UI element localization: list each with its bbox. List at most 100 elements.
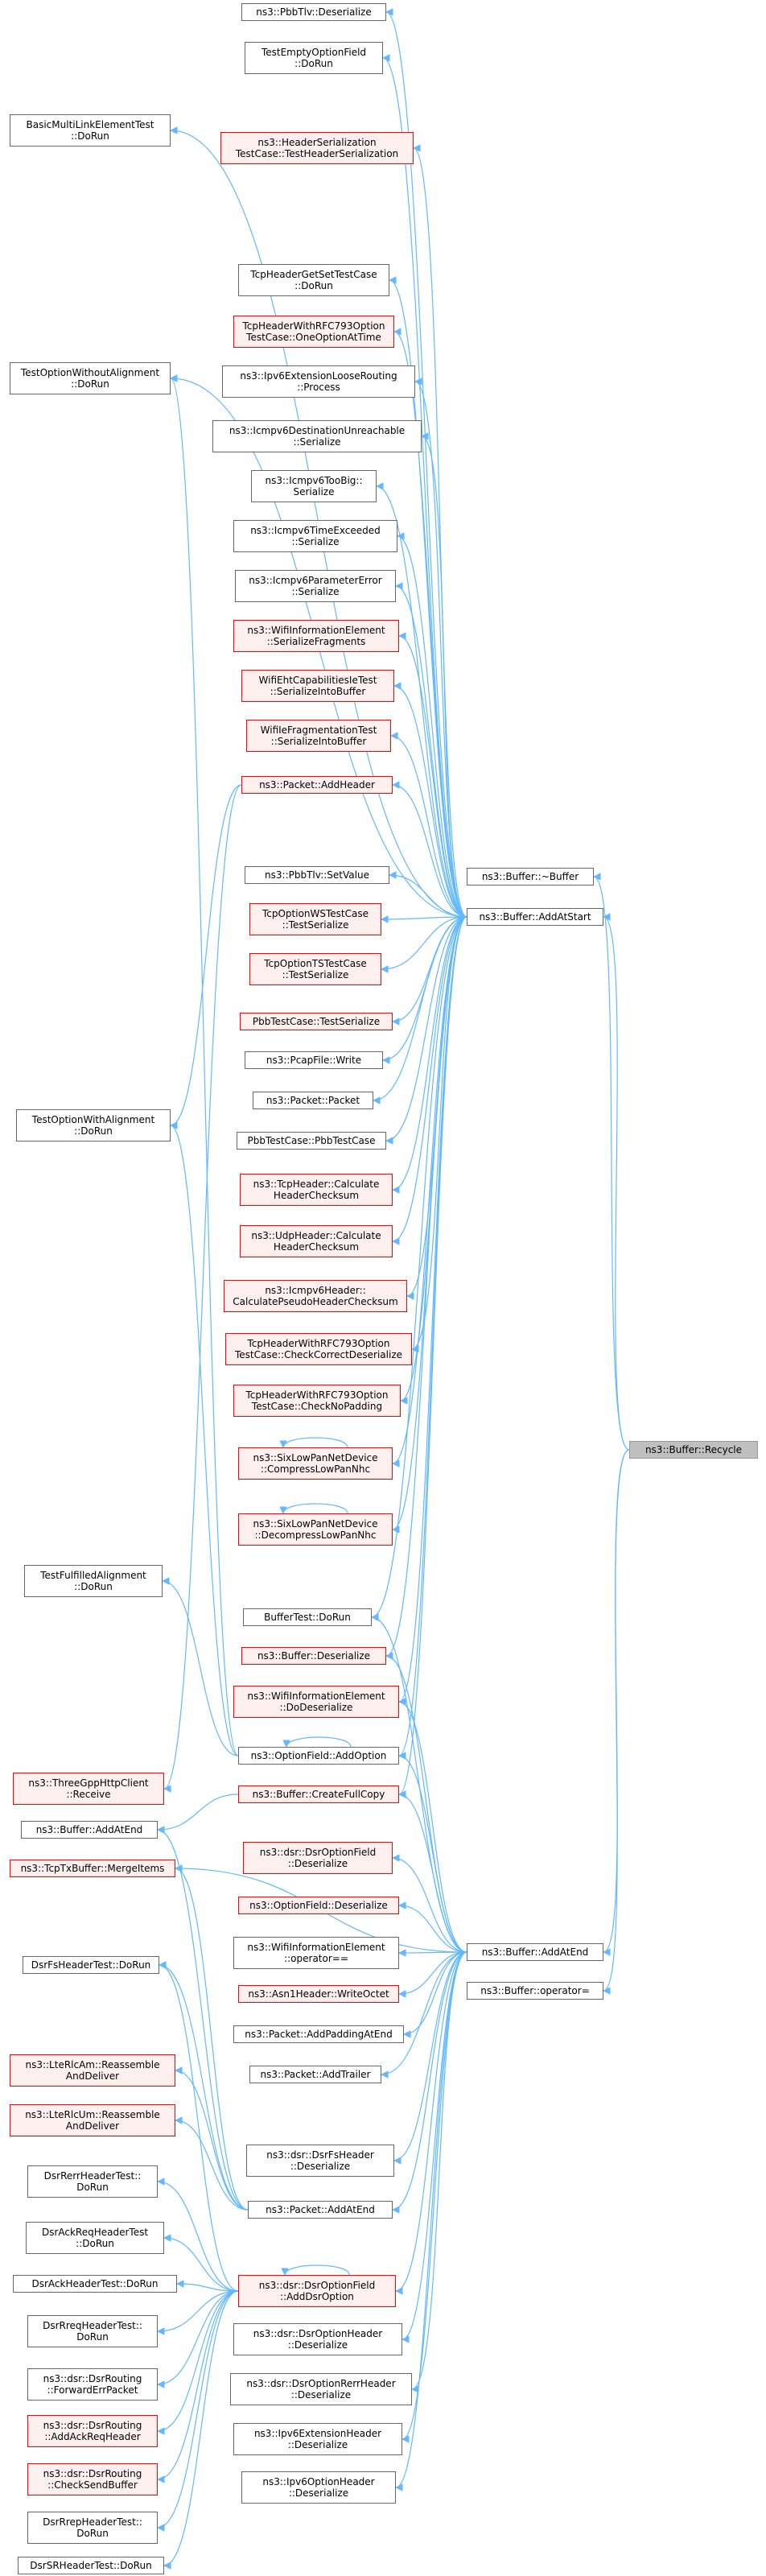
node-packet-addpadding[interactable]: ns3::Packet::AddPaddingAtEnd: [233, 2025, 404, 2043]
node-dsr-forwarderrpacket[interactable]: ns3::dsr::DsrRouting::ForwardErrPacket: [27, 2368, 158, 2401]
node-tcpoption-ws[interactable]: TcpOptionWSTestCase::TestSerialize: [249, 903, 381, 935]
node-test-empty-option[interactable]: TestEmptyOptionField::DoRun: [245, 42, 383, 74]
node-buffer-dtor[interactable]: ns3::Buffer::~Buffer: [467, 868, 594, 886]
node-label-line: PbbTestCase::TestSerialize: [252, 1016, 381, 1027]
node-label-line: ns3::Packet::Packet: [266, 1095, 360, 1106]
node-ipv6-ext-header-deserialize[interactable]: ns3::Ipv6ExtensionHeader::Deserialize: [233, 2423, 402, 2455]
node-label-line: ::Deserialize: [288, 2487, 349, 2499]
node-wifi-info-dodeserialize[interactable]: ns3::WifiInformationElement::DoDeseriali…: [233, 1686, 399, 1718]
node-asn1-writeoctet[interactable]: ns3::Asn1Header::WriteOctet: [238, 1985, 399, 2003]
node-tcpheader-getset[interactable]: TcpHeaderGetSetTestCase::DoRun: [238, 264, 389, 296]
node-wifi-info-serialize-frag[interactable]: ns3::WifiInformationElement::SerializeFr…: [233, 620, 399, 652]
node-icmpv6-time-exceeded[interactable]: ns3::Icmpv6TimeExceeded::Serialize: [233, 520, 397, 552]
node-optionfield-deserialize[interactable]: ns3::OptionField::Deserialize: [238, 1897, 399, 1914]
node-pcapfile-write[interactable]: ns3::PcapFile::Write: [245, 1051, 383, 1069]
node-threegpp-receive[interactable]: ns3::ThreeGppHttpClient::Receive: [13, 1773, 164, 1805]
node-icmpv6-dest-unreach[interactable]: ns3::Icmpv6DestinationUnreachable::Seria…: [212, 420, 422, 452]
edge-ltercl-am-reassemble-to-packet-addatend: [175, 2066, 249, 2211]
node-label-line: ::ForwardErrPacket: [47, 2384, 138, 2396]
node-test-option-without[interactable]: TestOptionWithoutAlignment::DoRun: [10, 362, 171, 394]
node-icmpv6-param-error[interactable]: ns3::Icmpv6ParameterError::Serialize: [235, 570, 396, 602]
node-dsrrrepheadertest[interactable]: DsrRrepHeaderTest::DoRun: [27, 2512, 158, 2544]
node-basic-multilink[interactable]: BasicMultiLinkElementTest::DoRun: [10, 114, 171, 147]
node-dsrrerrheadertest[interactable]: DsrRerrHeaderTest::DoRun: [27, 2165, 158, 2198]
node-wifi-ie-frag[interactable]: WifiIeFragmentationTest::SerializeIntoBu…: [246, 720, 391, 752]
node-buffertest-dorun[interactable]: BufferTest::DoRun: [243, 1608, 372, 1626]
node-pbb-pbbtestcase[interactable]: PbbTestCase::PbbTestCase: [237, 1132, 386, 1150]
node-label-line: AndDeliver: [65, 2070, 120, 2082]
node-buffer-opassign[interactable]: ns3::Buffer::operator=: [467, 1982, 603, 2000]
node-dsr-addackreqheader[interactable]: ns3::dsr::DsrRouting::AddAckReqHeader: [27, 2415, 158, 2447]
node-packet-addtrailer[interactable]: ns3::Packet::AddTrailer: [249, 2066, 381, 2083]
node-ipv6-option-header-deserialize[interactable]: ns3::Ipv6OptionHeader::Deserialize: [241, 2471, 396, 2504]
node-label-line: DoRun: [76, 2528, 109, 2539]
node-sixlowpan-decompress[interactable]: ns3::SixLowPanNetDevice::DecompressLowPa…: [238, 1513, 393, 1546]
node-pbb-testserialize[interactable]: PbbTestCase::TestSerialize: [240, 1013, 393, 1030]
node-buffer-addatend[interactable]: ns3::Buffer::AddAtEnd: [467, 1943, 603, 1961]
edge-threegpp-receive-to-packet-addheader: [163, 784, 242, 1793]
node-dsrfsheadertest[interactable]: DsrFsHeaderTest::DoRun: [23, 1956, 159, 1974]
node-wifi-eht-cap[interactable]: WifiEhtCapabilitiesIeTest::SerializeInto…: [241, 670, 394, 702]
node-dsr-optionheader-deserialize[interactable]: ns3::dsr::DsrOptionHeader::Deserialize: [233, 2323, 402, 2355]
node-packet-addheader[interactable]: ns3::Packet::AddHeader: [241, 776, 393, 794]
node-buffer-createfullcopy[interactable]: ns3::Buffer::CreateFullCopy: [238, 1785, 399, 1803]
edge-dsr-addackreqheader-to-dsr-adddsroption: [157, 2290, 239, 2435]
node-label-line: ::DecompressLowPanNhc: [254, 1530, 377, 1541]
node-dsr-fsheader-deserialize[interactable]: ns3::dsr::DsrFsHeader::Deserialize: [246, 2145, 394, 2177]
node-label-line: ns3::Ipv6ExtensionHeader: [253, 2428, 382, 2439]
node-buffer-deserialize[interactable]: ns3::Buffer::Deserialize: [241, 1647, 386, 1665]
node-dsr-adddsroption[interactable]: ns3::dsr::DsrOptionField::AddDsrOption: [238, 2275, 396, 2307]
node-label-line: DsrRerrHeaderTest::: [43, 2170, 142, 2182]
node-dsracqreqheadertest[interactable]: DsrAckReqHeaderTest::DoRun: [26, 2222, 164, 2254]
node-dsr-optionfield-deserialize[interactable]: ns3::dsr::DsrOptionField::Deserialize: [243, 1842, 393, 1874]
node-label-line: TestOptionWithoutAlignment: [20, 367, 160, 378]
node-label-line: ::SerializeFragments: [266, 636, 366, 647]
node-tcptxbuffer-merge[interactable]: ns3::TcpTxBuffer::MergeItems: [10, 1860, 175, 1877]
node-pbbtlv-setvalue[interactable]: ns3::PbbTlv::SetValue: [245, 866, 389, 884]
node-sixlowpan-compress[interactable]: ns3::SixLowPanNetDevice::CompressLowPanN…: [238, 1447, 393, 1480]
node-test-option-with[interactable]: TestOptionWithAlignment::DoRun: [16, 1109, 171, 1141]
node-label-line: ::Deserialize: [290, 2389, 352, 2401]
node-icmpv6-pseudo-checksum[interactable]: ns3::Icmpv6Header::CalculatePseudoHeader…: [224, 1280, 407, 1312]
node-dsrsrheadertest[interactable]: DsrSRHeaderTest::DoRun: [18, 2557, 164, 2574]
node-label-line: ns3::Buffer::Deserialize: [257, 1650, 371, 1662]
node-label-line: DsrRreqHeaderTest::: [43, 2320, 142, 2331]
node-packet-addatend[interactable]: ns3::Packet::AddAtEnd: [248, 2201, 393, 2219]
edge-ltercl-um-reassemble-to-packet-addatend: [175, 2116, 249, 2211]
node-buffer-addatstart[interactable]: ns3::Buffer::AddAtStart: [467, 908, 603, 926]
edge-buffertest-dorun-to-buffer-addatstart: [371, 916, 467, 1621]
node-ipv6-loose-routing[interactable]: ns3::Ipv6ExtensionLooseRouting::Process: [222, 365, 415, 398]
node-label-line: DoRun: [76, 2331, 109, 2343]
node-icmpv6-toobig[interactable]: ns3::Icmpv6TooBig::Serialize: [251, 470, 377, 502]
edge-dsrsrheadertest-to-dsr-adddsroption: [163, 2290, 239, 2570]
edge-buffer-createfullcopy-to-buffer-addatend: [398, 1790, 467, 1953]
node-label-line: ::SerializeIntoBuffer: [270, 736, 367, 747]
node-label-line: ns3::PcapFile::Write: [266, 1055, 362, 1066]
edge-dsrfsheadertest-to-dsr-adddsroption: [159, 1961, 239, 2292]
node-tcpoption-ts[interactable]: TcpOptionTSTestCase::TestSerialize: [249, 953, 381, 985]
node-wifi-info-opeq[interactable]: ns3::WifiInformationElement::operator==: [233, 1937, 399, 1969]
edge-dsrrreqheadertest-to-dsr-adddsroption: [157, 2290, 239, 2335]
node-test-fulfilled[interactable]: TestFulfilledAlignment::DoRun: [24, 1565, 163, 1597]
node-dsr-checksendbuffer[interactable]: ns3::dsr::DsrRouting::CheckSendBuffer: [27, 2463, 158, 2496]
node-dsrackheadertest[interactable]: DsrAckHeaderTest::DoRun: [13, 2275, 177, 2293]
node-pbbtlv-deserialize[interactable]: ns3::PbbTlv::Deserialize: [241, 3, 386, 21]
node-packet-packet[interactable]: ns3::Packet::Packet: [253, 1092, 373, 1109]
node-buffer-addatend-left[interactable]: ns3::Buffer::AddAtEnd: [21, 1821, 158, 1839]
edge-wifi-info-dodeserialize-to-buffer-addatend: [398, 1698, 467, 1953]
edge-wifi-ie-frag-to-buffer-addatstart: [390, 732, 467, 918]
node-label-line: ns3::Packet::AddPaddingAtEnd: [245, 2029, 393, 2040]
node-optionfield-addoption[interactable]: ns3::OptionField::AddOption: [238, 1747, 399, 1765]
node-dsrrreqheadertest[interactable]: DsrRreqHeaderTest::DoRun: [27, 2315, 158, 2347]
node-dsr-optionrerr-deserialize[interactable]: ns3::dsr::DsrOptionRerrHeader::Deseriali…: [230, 2373, 412, 2405]
node-label-line: ns3::Packet::AddAtEnd: [266, 2204, 375, 2215]
node-label-line: ns3::Ipv6ExtensionLooseRouting: [240, 370, 397, 382]
